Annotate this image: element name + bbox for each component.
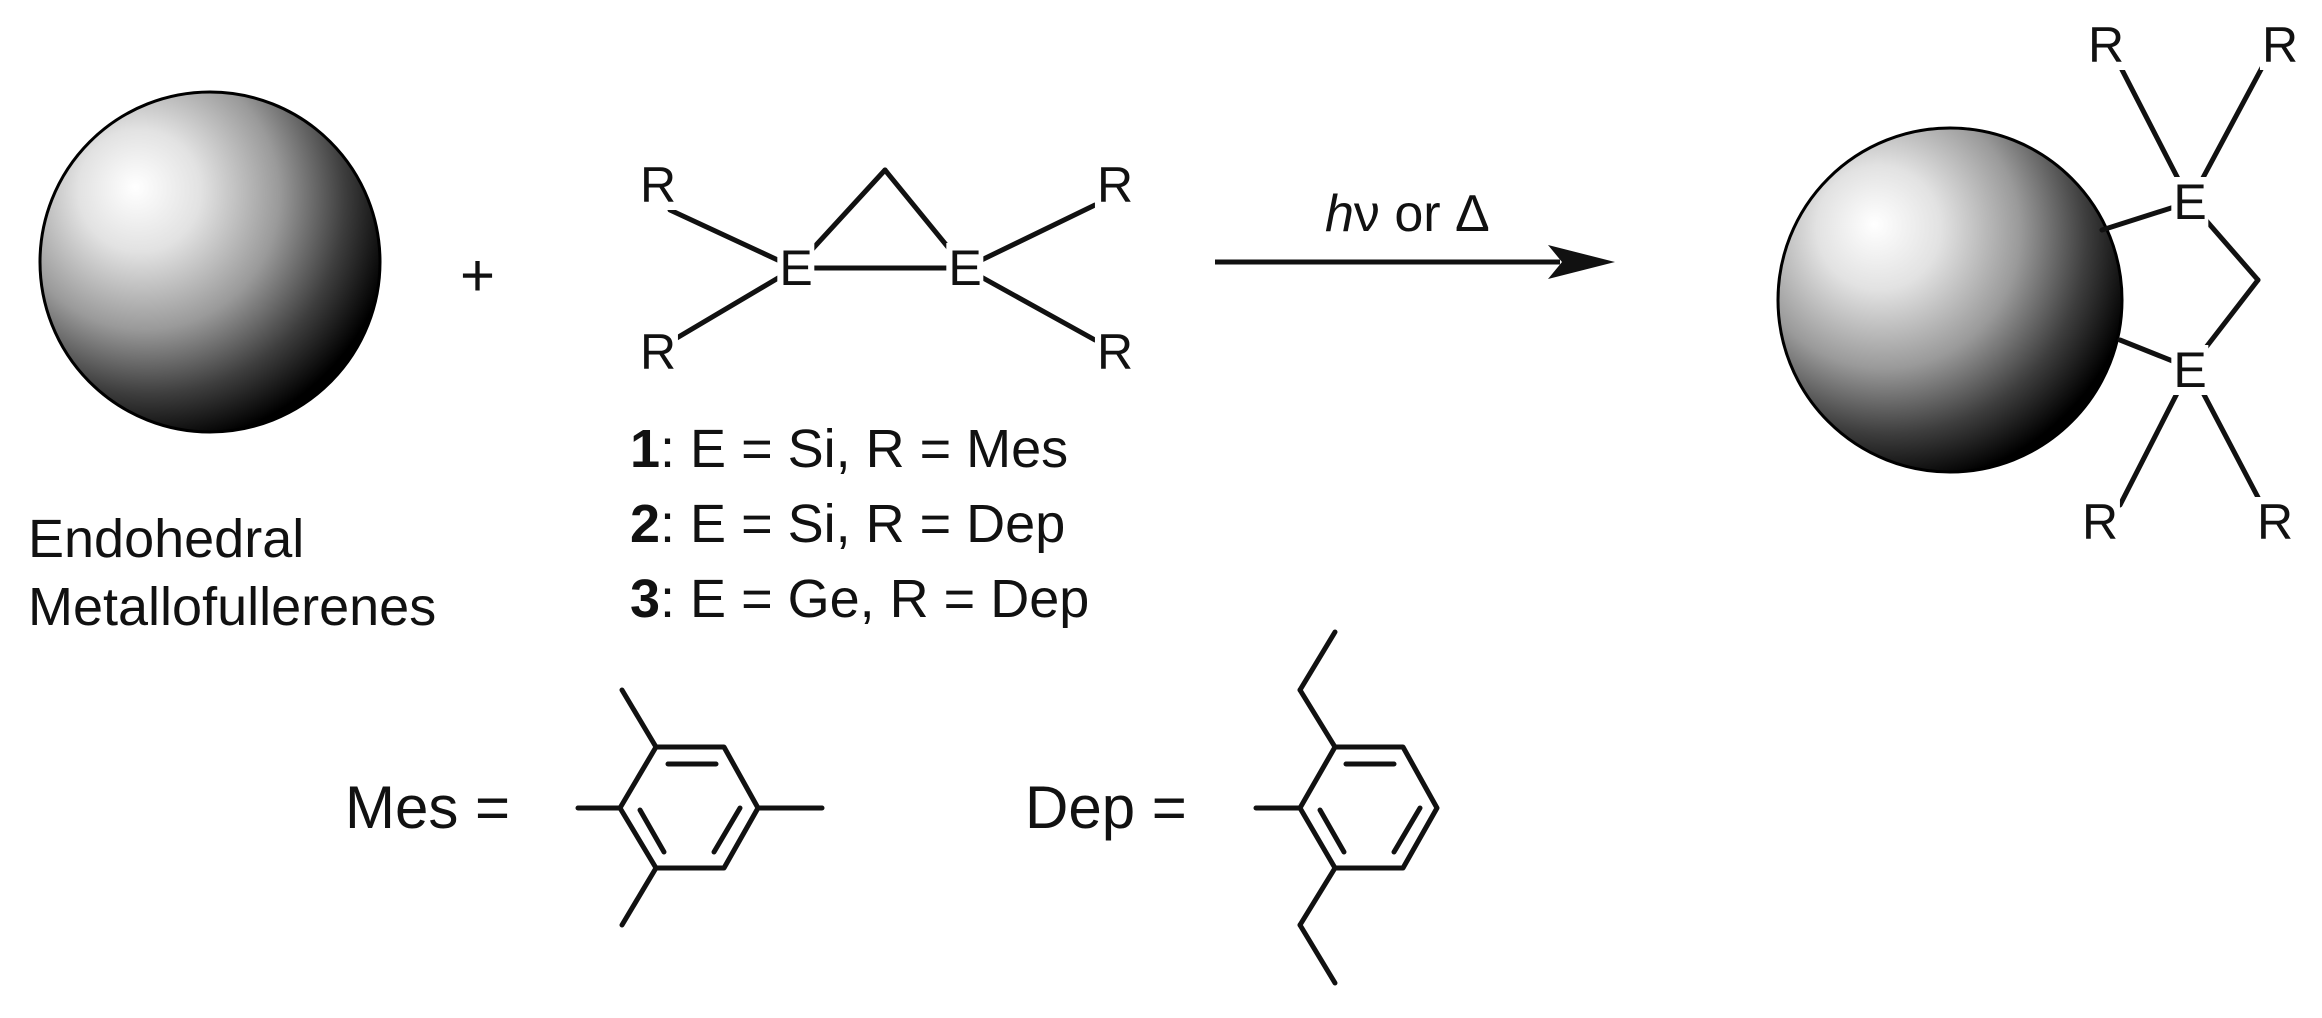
product-fullerene-sphere (1776, 126, 2124, 474)
product-substituent-r: R (2085, 17, 2127, 73)
reagent-substituent-r: R (1094, 157, 1136, 213)
compound-number: 3 (630, 569, 661, 629)
dep-definition-label: Dep = (1025, 774, 1187, 841)
product-bonds (2099, 59, 2268, 508)
reagent-substituent-r: R (1094, 324, 1136, 380)
plus-sign: + (460, 242, 496, 309)
compound-description: : E = Si, R = Dep (660, 494, 1066, 554)
product-element-e: E (2171, 342, 2209, 398)
product-element-e: E (2171, 174, 2209, 230)
compound-2-definition: 2: E = Si, R = Dep (630, 497, 1065, 551)
compound-1-definition: 1: E = Si, R = Mes (630, 422, 1068, 476)
product-substituent-r: R (2254, 494, 2296, 550)
reaction-conditions: hν or Δ (1325, 188, 1490, 240)
reaction-arrow (1215, 245, 1615, 279)
frequency-nu: ν (1353, 185, 1380, 243)
compound-number: 2 (630, 494, 661, 554)
reactant-fullerene-sphere (38, 90, 382, 434)
heat-option: or Δ (1379, 185, 1490, 243)
reactant-caption-line-1: Endohedral (28, 509, 305, 569)
reagent-element-e: E (946, 240, 984, 296)
reactant-caption-line-2: Metallofullerenes (28, 577, 437, 637)
product-substituent-r: R (2079, 494, 2121, 550)
compound-description: : E = Ge, R = Dep (660, 569, 1090, 629)
compound-3-definition: 3: E = Ge, R = Dep (630, 572, 1089, 626)
compound-number: 1 (630, 419, 661, 479)
diethylphenyl-structure (1253, 629, 1440, 986)
reagent-substituent-r: R (637, 324, 679, 380)
planck-h: h (1325, 185, 1354, 243)
reagent-element-e: E (777, 240, 815, 296)
reagent-bonds (667, 167, 1098, 345)
mes-definition-label: Mes = (345, 774, 511, 841)
product-substituent-r: R (2259, 17, 2301, 73)
reagent-substituent-r: R (637, 157, 679, 213)
mesityl-structure (575, 687, 825, 928)
compound-description: : E = Si, R = Mes (660, 419, 1069, 479)
